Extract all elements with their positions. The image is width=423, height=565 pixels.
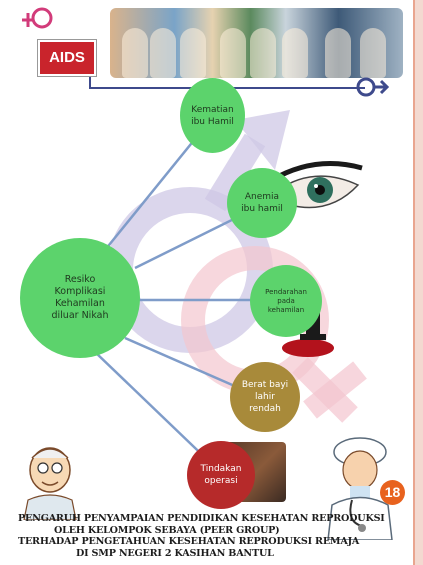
- node-kematian-ibu-hamil: Kematian ibu Hamil: [180, 78, 245, 153]
- cartoon-doctor-left: [23, 447, 77, 520]
- caption-line: PENGARUH PENYAMPAIAN PENDIDIKAN KESEHATA…: [18, 513, 385, 524]
- right-frame-border: [413, 0, 423, 565]
- node-center: Resiko Komplikasi Kehamilan diluar Nikah: [20, 238, 140, 358]
- node-pendarahan-kehamilan: Pendarahan pada kehamilan: [250, 265, 322, 337]
- caption-line: OLEH KELOMPOK SEBAYA (PEER GROUP): [54, 524, 280, 536]
- node-tindakan-operasi: Tindakan operasi: [187, 441, 255, 509]
- caption-line: DI SMP NEGERI 2 KASIHAN BANTUL: [76, 547, 274, 559]
- cartoon-doctor-right: [327, 437, 393, 540]
- caption-line: TERHADAP PENGETAHUAN KESEHATAN REPRODUKS…: [18, 536, 360, 547]
- mars-symbol-icon: [356, 77, 389, 97]
- node-berat-bayi-lahir-rendah: Berat bayi lahir rendah: [230, 362, 300, 432]
- header-photo-strip: [110, 8, 403, 78]
- page-number-badge: 18: [380, 480, 405, 505]
- venus-symbol-icon: [22, 7, 53, 29]
- slide-caption: PENGARUH PENYAMPAIAN PENDIDIKAN KESEHATA…: [18, 513, 398, 559]
- aids-logo: AIDS: [38, 40, 96, 76]
- node-anemia-ibu-hamil: Anemia ibu hamil: [227, 168, 297, 238]
